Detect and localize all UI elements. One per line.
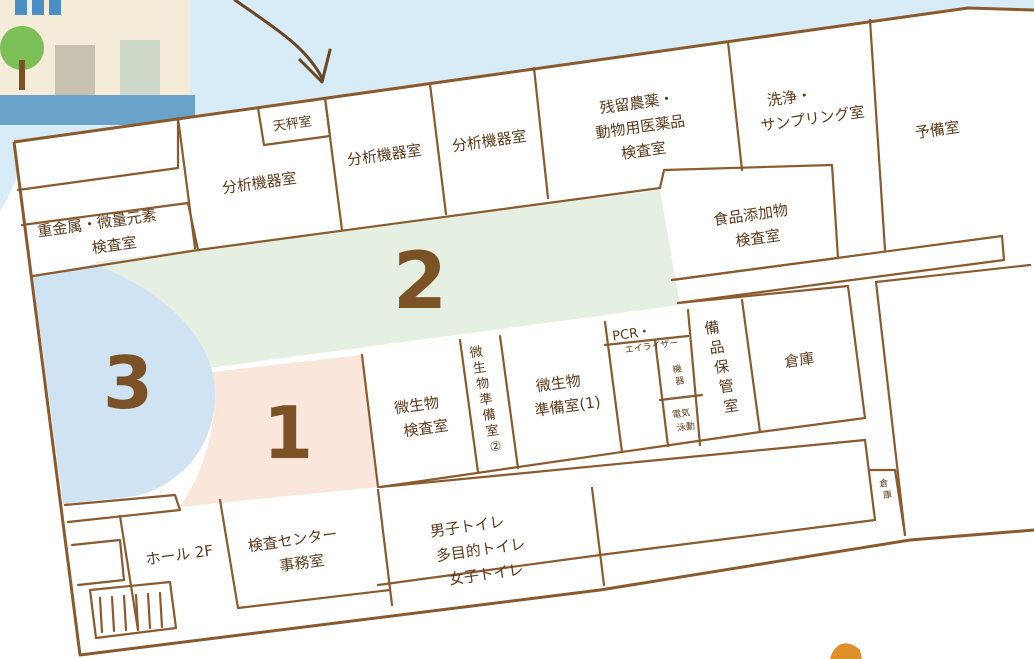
decorative-blob bbox=[830, 643, 862, 659]
electrophoresis-room-label: 電気 泳動 bbox=[671, 406, 696, 434]
storage-equipment-char-3: 保 bbox=[713, 357, 730, 377]
microbe-prep2-room-label: 微 生 物 準 備 室 ② bbox=[469, 345, 503, 456]
microbe-prep2-char-3: 物 bbox=[475, 376, 490, 393]
outer-wall bbox=[12, 6, 1034, 657]
storage-equipment-char-2: 品 bbox=[708, 338, 725, 358]
zone-1-number: 1 bbox=[263, 391, 313, 475]
microbe-prep2-char-6: 室 bbox=[485, 422, 500, 440]
microbe-prep2-char-5: 備 bbox=[482, 406, 497, 424]
equipment-char-1: 機 bbox=[672, 362, 683, 375]
interior-walls bbox=[16, 18, 1032, 640]
pcr-label-line-1: PCR・ bbox=[611, 324, 652, 344]
building-illustration bbox=[0, 0, 195, 125]
balance-room-label: 天秤室 bbox=[272, 113, 313, 134]
equipment-room-label: 機 器 bbox=[672, 362, 685, 387]
storage-equipment-char-5: 室 bbox=[722, 396, 739, 416]
arrow-head-icon bbox=[298, 48, 332, 84]
warehouse-label: 倉庫 bbox=[783, 349, 815, 371]
storage-equipment-room-label: 備 品 保 管 室 bbox=[703, 318, 739, 416]
electrophoresis-line-1: 電気 bbox=[671, 406, 691, 420]
zone-2-fill bbox=[95, 190, 680, 368]
zone-2-number: 2 bbox=[393, 237, 447, 327]
warehouse-small-label: 倉 庫 bbox=[878, 477, 893, 502]
microbe-prep2-char-4: 準 bbox=[478, 391, 493, 409]
food-additive-room-label: 食品添加物 検査室 bbox=[712, 201, 789, 250]
storage-equipment-char-1: 備 bbox=[703, 318, 720, 338]
microbe-prep2-char-7: ② bbox=[489, 439, 503, 455]
storage-equipment-char-4: 管 bbox=[718, 377, 735, 397]
electrophoresis-line-2: 泳動 bbox=[676, 420, 696, 434]
arrow-icon bbox=[233, 0, 324, 80]
microbe-prep2-char-1: 微 bbox=[469, 345, 484, 362]
microbe-prep2-char-2: 生 bbox=[472, 360, 487, 377]
warehouse-small-char-1: 倉 bbox=[878, 477, 889, 490]
warehouse-small-char-2: 庫 bbox=[882, 488, 893, 501]
zone-1-fill bbox=[180, 355, 378, 507]
zone-3-number: 3 bbox=[103, 341, 153, 425]
zone-3-fill bbox=[33, 264, 215, 504]
equipment-char-2: 器 bbox=[675, 375, 685, 387]
